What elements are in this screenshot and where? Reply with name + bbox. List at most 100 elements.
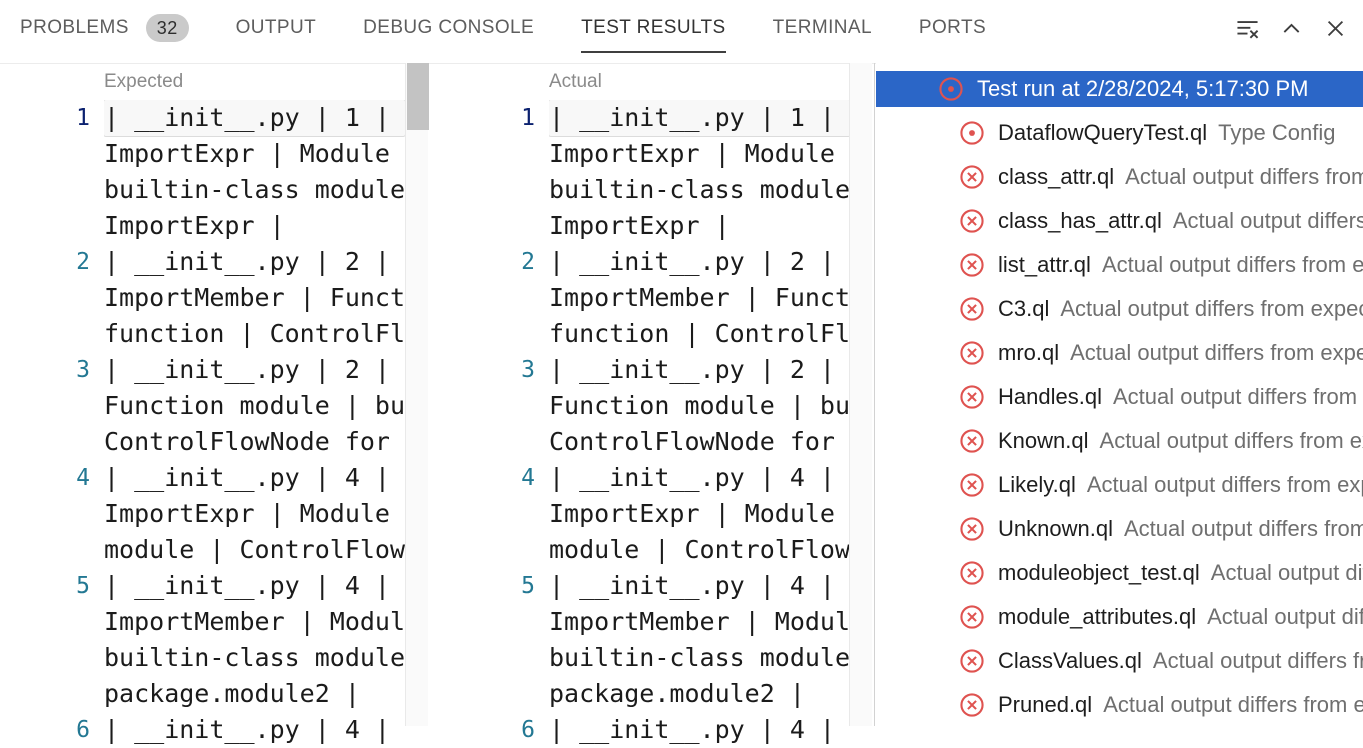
code-text-row[interactable]: | __init__.py | 4 |	[104, 463, 390, 492]
tab-test-results-label: TEST RESULTS	[581, 17, 726, 38]
circle-x-icon	[959, 384, 985, 410]
code-text-row[interactable]: ImportExpr | Module	[104, 139, 390, 168]
code-line: 5| __init__.py | 4 |ImportMember | Modul…	[60, 568, 405, 712]
code-text-row[interactable]: module | ControlFlow	[549, 535, 850, 564]
code-text-row[interactable]: Function module | bu	[104, 391, 405, 420]
tab-output[interactable]: OUTPUT	[236, 0, 317, 56]
code-text-row[interactable]: | __init__.py | 4 |	[549, 715, 835, 744]
pane-divider-sash[interactable]	[874, 63, 875, 726]
code-text-row[interactable]: ImportExpr | Module	[549, 139, 835, 168]
code-text-row[interactable]: module | ControlFlow	[104, 535, 405, 564]
expected-scrollbar[interactable]	[405, 63, 429, 726]
test-name: Handles.ql	[998, 384, 1102, 409]
tab-terminal[interactable]: TERMINAL	[773, 0, 872, 56]
circle-x-icon	[959, 604, 985, 630]
code-line: 3| __init__.py | 2 |Function module | bu…	[505, 352, 850, 460]
code-text-row[interactable]: ImportMember | Funct	[549, 283, 850, 312]
test-message: Actual output differs from expected	[1112, 384, 1363, 409]
code-text-row[interactable]: | __init__.py | 4 |	[104, 571, 390, 600]
code-text-row[interactable]: builtin-class module	[549, 175, 850, 204]
maximize-panel-button[interactable]	[1273, 10, 1309, 46]
circle-x-icon	[959, 164, 985, 190]
close-panel-button[interactable]	[1317, 10, 1353, 46]
code-text-row[interactable]: | __init__.py | 4 |	[549, 571, 835, 600]
test-results-panel: Expected 1| __init__.py | 1 |ImportExpr …	[0, 56, 1363, 744]
test-result-row[interactable]: Handles.ql Actual output differs from exp…	[876, 375, 1363, 419]
actual-scrollbar[interactable]	[849, 63, 872, 726]
code-text-row[interactable]: builtin-class module	[104, 175, 405, 204]
panel-actions	[1229, 0, 1353, 56]
code-text-row[interactable]: builtin-class module	[104, 643, 405, 672]
code-text-row[interactable]: package.module2 |	[549, 679, 805, 708]
code-line-rows: | __init__.py | 2 | Function module | bu C…	[549, 352, 850, 460]
line-number: 2	[521, 249, 535, 275]
expected-scrollbar-thumb[interactable]	[407, 63, 429, 130]
code-text-row[interactable]: ImportMember | Funct	[104, 283, 405, 312]
expected-pane-title: Expected	[104, 71, 184, 92]
code-line: 1 | __init__.py | 1 |ImportExpr | Module b…	[60, 100, 405, 244]
test-run-header-row[interactable]: Test run at 2/28/2024, 5:17:30 PM	[876, 71, 1363, 107]
code-text-row[interactable]: package.module2 |	[104, 679, 360, 708]
test-message: Actual output differs from expected	[1210, 560, 1363, 585]
tab-ports[interactable]: PORTS	[919, 0, 986, 56]
code-text-row[interactable]: ImportExpr |	[104, 211, 285, 240]
circle-x-icon	[959, 252, 985, 278]
code-line-rows: | __init__.py | 4 | ImportExpr | Module mo…	[549, 460, 850, 568]
tab-debug-console[interactable]: DEBUG CONSOLE	[363, 0, 534, 56]
code-line-rows: | __init__.py | 4 | ImportMember | Modul b…	[104, 568, 405, 712]
test-message: Actual output differs from expected	[1207, 604, 1363, 629]
code-text-row[interactable]: ImportMember | Modul	[549, 607, 850, 636]
code-text-row[interactable]: | __init__.py | 2 |	[549, 355, 835, 384]
test-name: Known.ql	[998, 428, 1089, 453]
code-text-row[interactable]: ImportExpr | Module	[549, 499, 835, 528]
code-text-row[interactable]: | __init__.py | 1 |	[104, 100, 405, 137]
clear-test-results-button[interactable]	[1229, 10, 1265, 46]
code-text-row[interactable]: | __init__.py | 4 |	[104, 715, 390, 744]
circle-x-icon	[959, 516, 985, 542]
code-text-row[interactable]: ImportExpr |	[549, 211, 730, 240]
code-text-row[interactable]: Function module | bu	[549, 391, 850, 420]
code-text-row[interactable]: ControlFlowNode for	[104, 427, 390, 456]
tab-ports-label: PORTS	[918, 17, 987, 38]
code-line-rows: | __init__.py | 4 | ImportMember | Modul b…	[549, 568, 850, 712]
test-message: Type Config	[1218, 120, 1336, 145]
code-text-row[interactable]: | __init__.py | 2 |	[104, 355, 390, 384]
code-text-row[interactable]: | __init__.py | 2 |	[549, 247, 835, 276]
code-text-row[interactable]: ControlFlowNode for	[549, 427, 835, 456]
code-text-row[interactable]: ImportExpr | Module	[104, 499, 390, 528]
code-text-row[interactable]: | __init__.py | 4 |	[549, 463, 835, 492]
line-number: 1	[76, 105, 90, 131]
code-text-row[interactable]: | __init__.py | 1 |	[549, 100, 850, 137]
code-text-row[interactable]: function | ControlFl	[549, 319, 850, 348]
code-text-row[interactable]: ImportMember | Modul	[104, 607, 405, 636]
code-text-row[interactable]: builtin-class module	[549, 643, 850, 672]
code-text-row[interactable]: function | ControlFl	[104, 319, 405, 348]
code-line: 3| __init__.py | 2 |Function module | bu…	[60, 352, 405, 460]
test-name: Unknown.ql	[998, 516, 1113, 541]
tab-problems[interactable]: PROBLEMS 32	[20, 0, 189, 56]
tab-debug-console-label: DEBUG CONSOLE	[363, 17, 535, 38]
code-text-row[interactable]: | __init__.py | 2 |	[104, 247, 390, 276]
tab-test-results[interactable]: TEST RESULTS	[581, 0, 726, 56]
code-line: 2 | __init__.py | 2 | ImportMember | Funct…	[505, 244, 850, 352]
test-name: Likely.ql	[998, 472, 1076, 497]
test-name: class_has_attr.ql	[998, 208, 1162, 233]
